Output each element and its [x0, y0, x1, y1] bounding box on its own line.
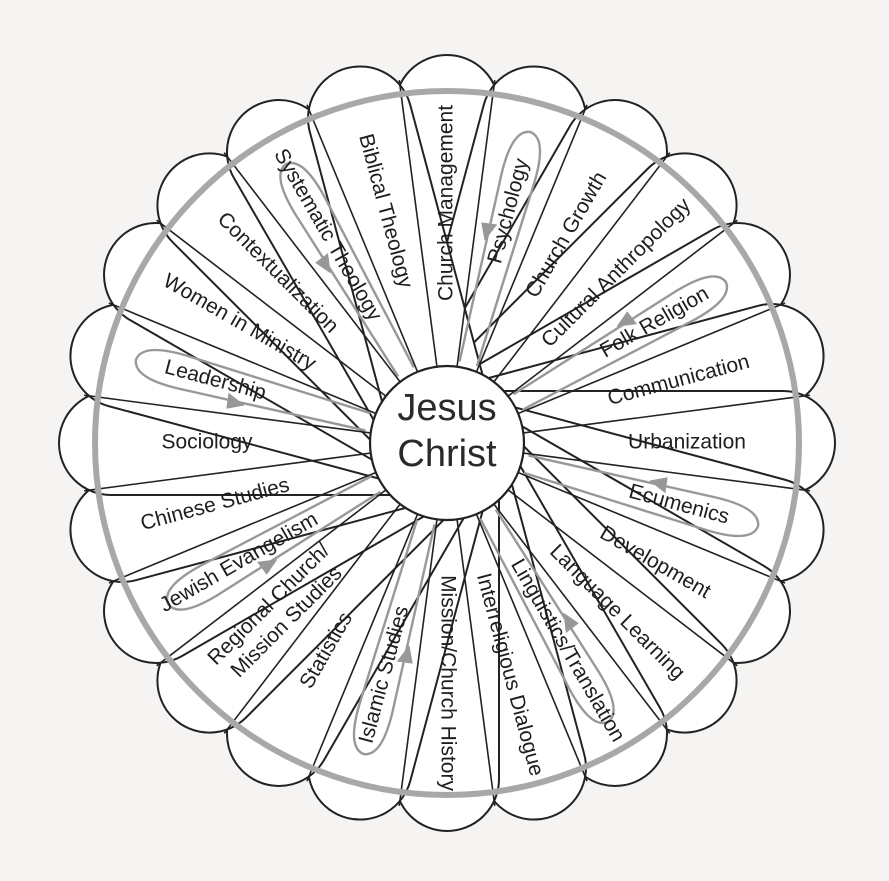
spoke-0 — [456, 80, 496, 367]
loop-ecumenics — [523, 454, 760, 538]
inner-ring — [92, 88, 802, 798]
loop-folk-religion — [512, 275, 729, 411]
spoke-21 — [223, 152, 401, 383]
spoke-17 — [84, 452, 371, 492]
label-mission-church-history: Mission/Church History — [436, 575, 459, 791]
center-title-line2: Christ — [397, 433, 497, 475]
loop-systematic-theology — [279, 161, 415, 378]
spoke-9 — [493, 503, 671, 734]
loop-jewish-evangelism — [165, 475, 382, 611]
spoke-14 — [223, 503, 401, 734]
spoke-5 — [523, 394, 810, 434]
label-church-management: Church Management — [435, 105, 458, 301]
spoke-4 — [517, 302, 786, 415]
spoke-12 — [398, 519, 438, 806]
spoke-2 — [493, 152, 671, 383]
spoke-22 — [306, 104, 419, 373]
loop-leadership — [134, 348, 371, 432]
loop-linguistics-translation — [479, 508, 615, 725]
loop-islamic-studies — [352, 519, 436, 756]
spoke-10 — [475, 513, 588, 782]
spoke-23 — [398, 80, 438, 367]
center-title-line1: Jesus — [397, 387, 496, 429]
center-hub — [368, 364, 526, 522]
loop-psychology — [458, 130, 542, 367]
label-sociology: Sociology — [161, 431, 253, 454]
label-urbanization: Urbanization — [628, 431, 746, 454]
spoke-13 — [306, 513, 419, 782]
spoke-20 — [156, 219, 387, 397]
spoke-8 — [507, 489, 738, 667]
spoke-11 — [456, 519, 496, 806]
spoke-3 — [507, 219, 738, 397]
spoke-15 — [156, 489, 387, 667]
spoke-7 — [517, 471, 786, 584]
spokes-layer — [84, 80, 810, 806]
petal-biblical-theology — [307, 65, 499, 458]
loops-layer — [134, 130, 760, 756]
spoke-16 — [108, 471, 377, 584]
spoke-1 — [475, 104, 588, 373]
spoke-18 — [84, 394, 371, 434]
spoke-19 — [108, 302, 377, 415]
spoke-6 — [523, 452, 810, 492]
